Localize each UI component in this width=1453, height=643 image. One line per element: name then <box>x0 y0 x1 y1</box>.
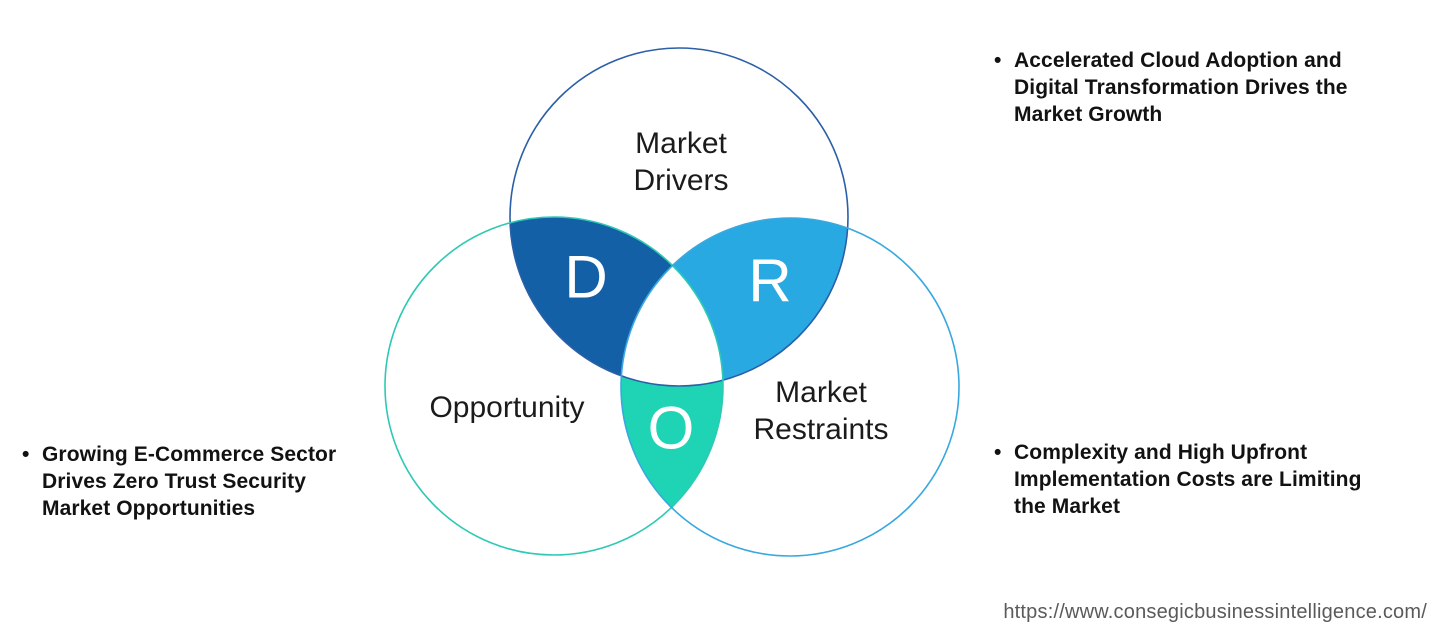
label-market-restraints-line1: Market <box>775 376 867 409</box>
bullet-icon: • <box>22 443 30 466</box>
bullet-line: Market Opportunities <box>42 497 256 520</box>
venn-circle-opportunity <box>384 216 724 556</box>
bullet-line: Market Growth <box>1014 103 1163 126</box>
label-market-drivers-line1: Market <box>635 127 727 160</box>
bullet-line: Drives Zero Trust Security <box>42 470 307 493</box>
bullet-line: Growing E-Commerce Sector <box>42 443 337 466</box>
bullet-icon: • <box>994 441 1002 464</box>
region-letter-o: O <box>648 395 695 462</box>
venn-circle-drivers <box>509 47 849 387</box>
source-url: https://www.consegicbusinessintelligence… <box>1003 601 1427 623</box>
region-d-fill <box>510 217 723 386</box>
label-opportunity: Opportunity <box>429 391 584 424</box>
label-market-drivers-line2: Drivers <box>634 164 729 197</box>
bullet-icon: • <box>994 49 1002 72</box>
bullet-restraint-note: • Complexity and High Upfront Implementa… <box>994 439 1362 520</box>
region-letter-r: R <box>748 248 791 315</box>
region-drivers-overlap <box>510 217 723 386</box>
bullet-line: Complexity and High Upfront <box>1014 441 1308 464</box>
bullet-line: Implementation Costs are Limiting <box>1014 468 1362 491</box>
region-r-fill <box>621 218 848 386</box>
bullet-opportunity-note: • Growing E-Commerce Sector Drives Zero … <box>22 441 336 522</box>
bullet-restraint-text: Complexity and High Upfront Implementati… <box>1014 439 1362 520</box>
bullet-line: Digital Transformation Drives the <box>1014 76 1348 99</box>
region-restraints-overlap <box>621 218 848 386</box>
bullet-line: the Market <box>1014 495 1121 518</box>
bullet-line: Accelerated Cloud Adoption and <box>1014 49 1342 72</box>
venn-circle-restraints <box>620 217 960 557</box>
region-letter-d: D <box>564 244 607 311</box>
label-market-restraints-line2: Restraints <box>753 413 888 446</box>
bullet-opportunity-text: Growing E-Commerce Sector Drives Zero Tr… <box>42 441 336 522</box>
bullet-driver-text: Accelerated Cloud Adoption and Digital T… <box>1014 47 1348 128</box>
bullet-driver-note: • Accelerated Cloud Adoption and Digital… <box>994 47 1348 128</box>
